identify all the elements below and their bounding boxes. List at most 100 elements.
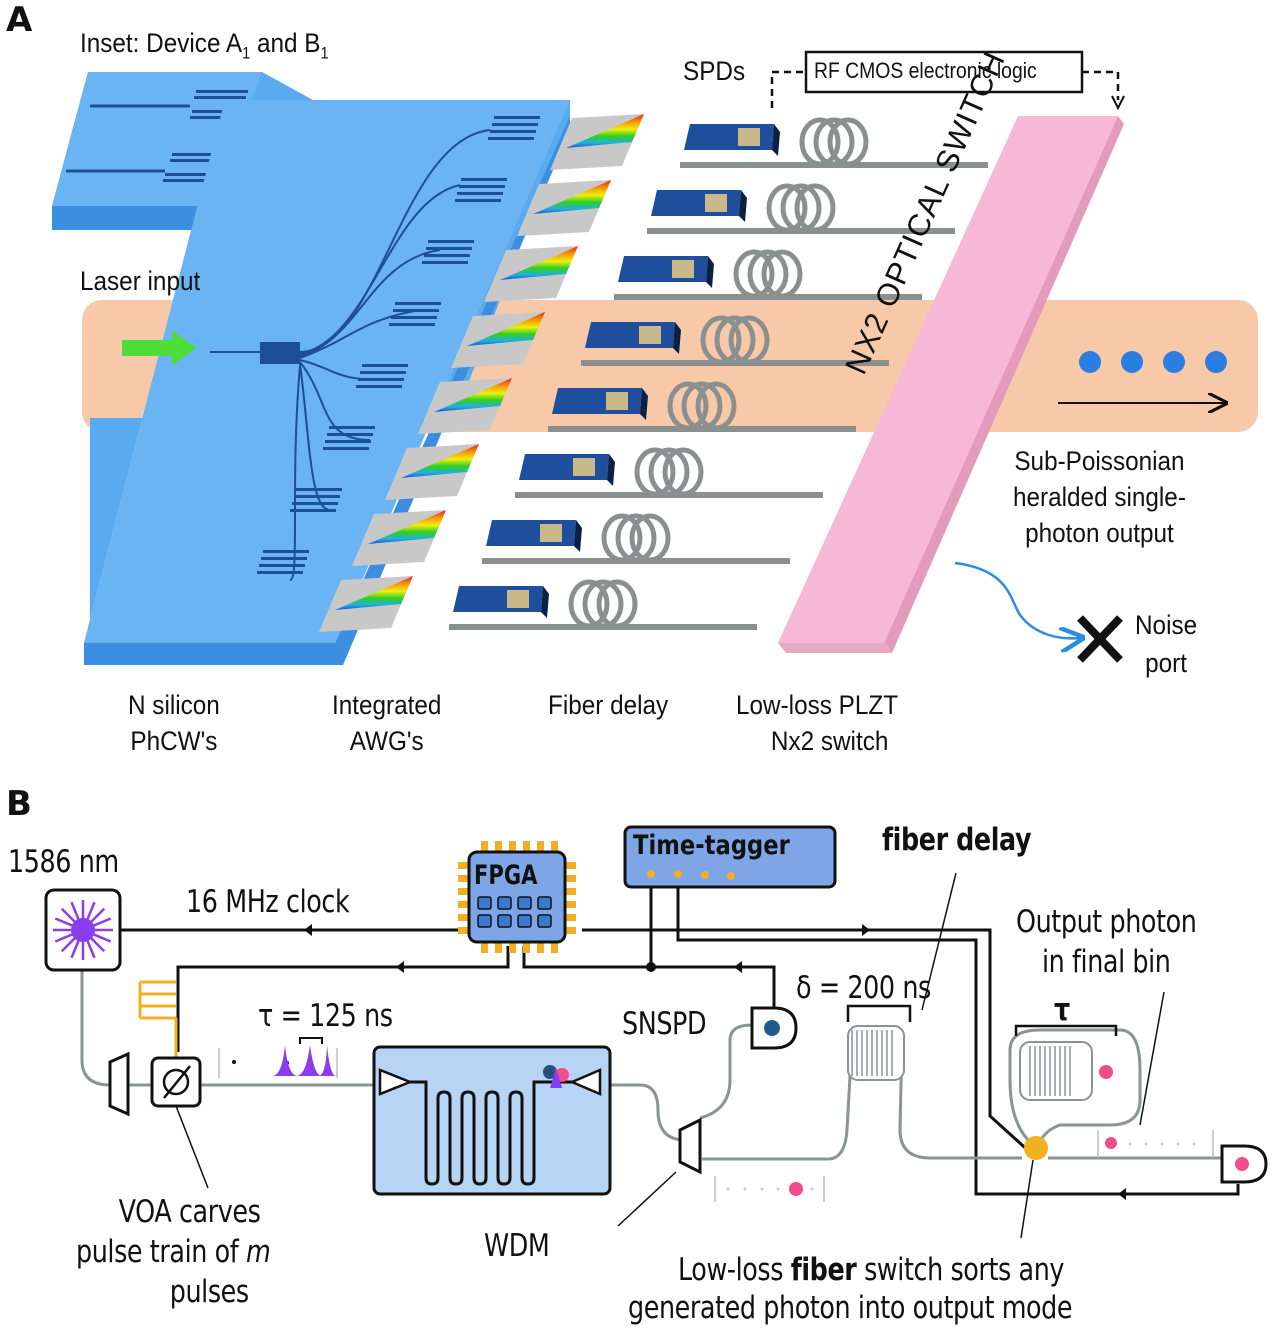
spd-sensor bbox=[705, 194, 727, 212]
fpga-cell bbox=[517, 914, 532, 928]
awg-spectrum bbox=[533, 180, 611, 214]
fpga-pin bbox=[509, 941, 516, 953]
fiber-delay-leader bbox=[921, 872, 957, 1011]
grating-coupler bbox=[294, 495, 340, 498]
channel bbox=[484, 246, 922, 302]
grating-coupler bbox=[325, 440, 371, 443]
channel bbox=[352, 510, 790, 566]
time-tagger-label: Time-tagger bbox=[633, 830, 790, 861]
grating-coupler bbox=[323, 447, 369, 450]
grating-coupler bbox=[356, 385, 402, 388]
fpga-label: FPGA bbox=[474, 860, 538, 891]
panel-a-label: A bbox=[6, 0, 33, 40]
fpga-pin bbox=[495, 841, 502, 853]
wdm-bins bbox=[714, 1176, 825, 1202]
tau-125-label: τ = 125 ns bbox=[258, 998, 393, 1034]
awg-spectrum bbox=[500, 246, 578, 280]
grating-coupler bbox=[457, 192, 503, 195]
fpga-cell bbox=[497, 914, 512, 928]
noise-arrow bbox=[954, 561, 1080, 638]
grating-coupler bbox=[492, 123, 538, 126]
noise-x-icon bbox=[1077, 615, 1123, 663]
grating-coupler bbox=[424, 254, 470, 257]
laser-input-label: Laser input bbox=[80, 266, 201, 296]
fpga-pin bbox=[564, 862, 576, 869]
grating-coupler bbox=[362, 364, 408, 367]
inset-title: Inset: Device A1 and B1 bbox=[80, 28, 329, 63]
grating-coupler bbox=[391, 316, 437, 319]
output-description: Sub-Poissonian heralded single- photon o… bbox=[1013, 446, 1186, 548]
switch-description: Low-loss fiber switch sorts any bbox=[678, 1252, 1065, 1288]
awg-spectrum bbox=[434, 378, 512, 412]
wavelength-label: 1586 nm bbox=[8, 844, 119, 880]
photon bbox=[1121, 351, 1143, 373]
laser-source bbox=[44, 888, 122, 972]
awg-spectrum bbox=[335, 576, 413, 610]
fpga-pin bbox=[458, 875, 470, 882]
channel bbox=[319, 576, 757, 632]
fpga-pin bbox=[551, 841, 558, 853]
spd-sensor bbox=[639, 326, 661, 344]
spd-sensor bbox=[507, 590, 529, 608]
grating-coupler bbox=[494, 116, 540, 119]
fpga-pin bbox=[551, 941, 558, 953]
grating-coupler bbox=[259, 564, 305, 567]
fpga-pin bbox=[458, 927, 470, 934]
awg-spectrum bbox=[467, 312, 545, 346]
grating-coupler bbox=[422, 261, 468, 264]
rf-logic-box bbox=[804, 50, 1084, 94]
grating-coupler bbox=[426, 247, 472, 250]
spd-sensor bbox=[573, 458, 595, 476]
channel bbox=[550, 114, 988, 170]
grating-coupler bbox=[263, 550, 309, 553]
grating-coupler bbox=[455, 199, 501, 202]
fpga-pin bbox=[509, 841, 516, 853]
rf-logic-connection bbox=[770, 70, 1120, 108]
grating-coupler bbox=[296, 488, 342, 491]
fiber-line bbox=[581, 360, 889, 366]
phcw-chip bbox=[84, 100, 570, 665]
wdm-label: WDM bbox=[484, 1228, 550, 1264]
switch-description-line2: generated photon into output mode bbox=[628, 1290, 1073, 1326]
fpga-pin bbox=[458, 888, 470, 895]
fpga-pin bbox=[458, 914, 470, 921]
fpga-pin bbox=[564, 927, 576, 934]
photon bbox=[1079, 351, 1101, 373]
fpga-cell bbox=[517, 896, 532, 910]
awg-spectrum bbox=[566, 114, 644, 148]
label-fiber-delay: Fiber delay bbox=[548, 690, 669, 720]
fiber-line bbox=[515, 492, 823, 498]
output-detector bbox=[1220, 1144, 1268, 1184]
fiber-switch-node bbox=[1024, 1136, 1048, 1160]
fpga-pin bbox=[537, 841, 544, 853]
fpga-pin bbox=[564, 914, 576, 921]
fpga-pin bbox=[564, 901, 576, 908]
spd-sensor bbox=[672, 260, 694, 278]
optical-switch bbox=[778, 116, 1124, 653]
tau-label: τ bbox=[1054, 992, 1070, 1028]
wdm-right-icon bbox=[678, 1117, 702, 1175]
rf-logic-label: RF CMOS electronic logic bbox=[814, 58, 1037, 83]
fpga-cell bbox=[477, 896, 492, 910]
tau-loop bbox=[1014, 1024, 1118, 1101]
grating-coupler bbox=[389, 323, 435, 326]
voa-description: VOA carves pulse train of m pulses bbox=[76, 1194, 271, 1310]
fpga-pin bbox=[564, 888, 576, 895]
snspd-detector bbox=[750, 1006, 798, 1050]
grating-coupler bbox=[261, 557, 307, 560]
heater-comb bbox=[138, 980, 178, 1058]
switch-leader bbox=[1020, 1159, 1034, 1239]
time-tagger bbox=[623, 825, 837, 889]
grating-coupler bbox=[329, 426, 375, 429]
delay-coil bbox=[846, 1004, 912, 1081]
laser-input-arrow bbox=[122, 330, 196, 366]
fpga-pin bbox=[458, 901, 470, 908]
output-leader bbox=[1139, 991, 1165, 1126]
snspd-label: SNSPD bbox=[622, 1006, 707, 1042]
grating-coupler bbox=[461, 178, 507, 181]
output-photon-label: Output photon in final bin bbox=[1016, 904, 1197, 980]
fiber-line bbox=[482, 558, 790, 564]
